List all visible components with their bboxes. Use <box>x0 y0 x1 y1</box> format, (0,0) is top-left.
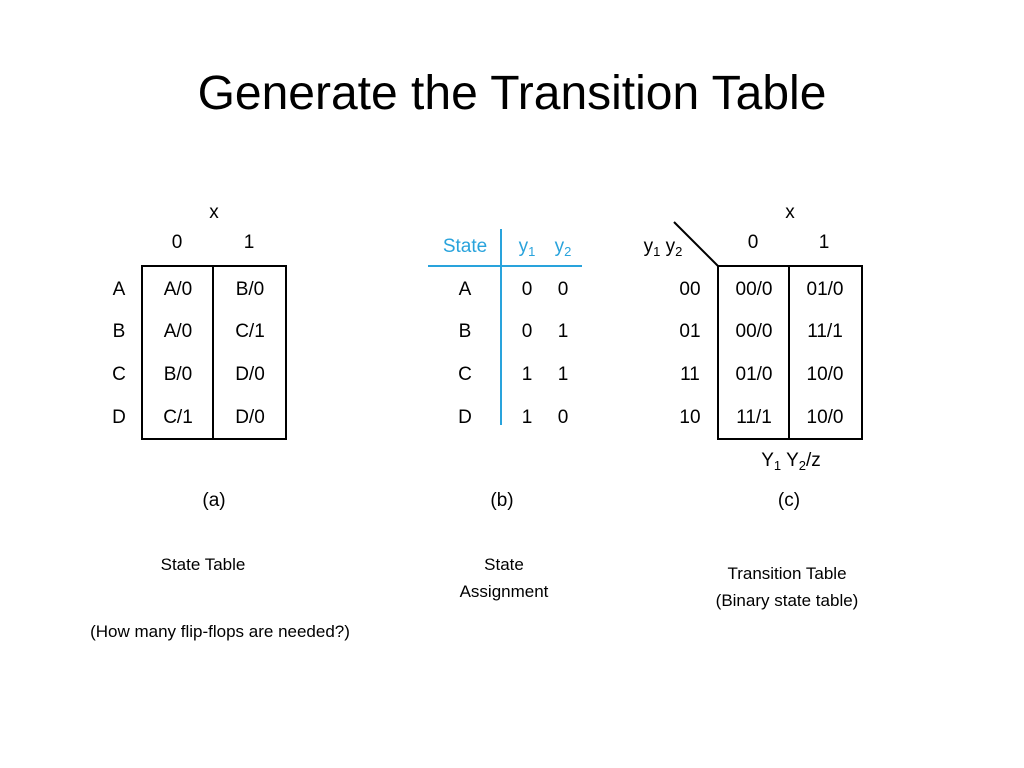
part-label-b: (b) <box>490 490 514 511</box>
assign-b-y2: 1 <box>557 321 569 342</box>
cell-c-1: D/0 <box>235 364 265 385</box>
cell-a-0: A/0 <box>163 279 193 300</box>
trans-01-0: 00/0 <box>735 321 773 342</box>
row-code-10: 10 <box>679 407 701 428</box>
state-table-divider <box>212 265 214 440</box>
assign-a-y2: 0 <box>557 279 569 300</box>
trans-00-1: 01/0 <box>806 279 844 300</box>
assignment-column-rule <box>500 229 502 425</box>
assign-state-c: C <box>458 364 472 385</box>
cell-b-1: C/1 <box>235 321 265 342</box>
row-code-00: 00 <box>679 279 701 300</box>
assign-a-y1: 0 <box>521 279 533 300</box>
assign-state-a: A <box>458 279 472 300</box>
caption-state-assignment-line2: Assignment <box>459 582 549 601</box>
trans-11-1: 10/0 <box>806 364 844 385</box>
assign-c-y1: 1 <box>521 364 533 385</box>
trans-11-0: 01/0 <box>735 364 773 385</box>
trans-10-1: 10/0 <box>806 407 844 428</box>
caption-state-assignment-line1: State <box>484 555 524 574</box>
corner-label-y1y2: y1 y2 <box>643 236 683 259</box>
part-label-a: (a) <box>202 490 226 511</box>
caption-state-table: State Table <box>160 555 246 574</box>
trans-10-0: 11/1 <box>736 407 772 428</box>
column-header-1: 1 <box>243 232 255 253</box>
assign-b-y1: 0 <box>521 321 533 342</box>
row-label-a: A <box>112 279 126 300</box>
output-label: Y1 Y2/z <box>761 450 821 473</box>
assignment-header-rule <box>428 265 582 267</box>
row-code-11: 11 <box>680 364 700 385</box>
transition-table-box <box>717 265 863 440</box>
transition-table-divider <box>788 265 790 440</box>
column-header-0: 0 <box>171 232 183 253</box>
header-y1: y1 <box>518 236 536 259</box>
caption-transition-table-line2: (Binary state table) <box>715 591 859 610</box>
assign-state-d: D <box>458 407 472 428</box>
transition-column-header-1: 1 <box>818 232 830 253</box>
row-label-d: D <box>112 407 126 428</box>
assign-state-b: B <box>458 321 472 342</box>
row-label-b: B <box>112 321 126 342</box>
cell-a-1: B/0 <box>235 279 265 300</box>
caption-flipflop-question: (How many flip-flops are needed?) <box>90 622 350 641</box>
cell-b-0: A/0 <box>163 321 193 342</box>
header-y2: y2 <box>554 236 572 259</box>
slide-title: Generate the Transition Table <box>197 67 827 120</box>
assign-d-y1: 1 <box>521 407 533 428</box>
state-table-box <box>141 265 287 440</box>
assign-c-y2: 1 <box>557 364 569 385</box>
caption-transition-table-line1: Transition Table <box>727 564 847 583</box>
cell-d-0: C/1 <box>163 407 193 428</box>
header-state: State <box>442 236 488 257</box>
trans-00-0: 00/0 <box>735 279 773 300</box>
assign-d-y2: 0 <box>557 407 569 428</box>
cell-c-0: B/0 <box>163 364 193 385</box>
row-code-01: 01 <box>679 321 701 342</box>
row-label-c: C <box>112 364 126 385</box>
part-label-c: (c) <box>777 490 801 511</box>
input-x-label: x <box>209 202 219 223</box>
corner-diagonal-line <box>673 221 719 267</box>
cell-d-1: D/0 <box>235 407 265 428</box>
transition-column-header-0: 0 <box>747 232 759 253</box>
transition-input-x-label: x <box>785 202 795 223</box>
trans-01-1: 11/1 <box>807 321 843 342</box>
